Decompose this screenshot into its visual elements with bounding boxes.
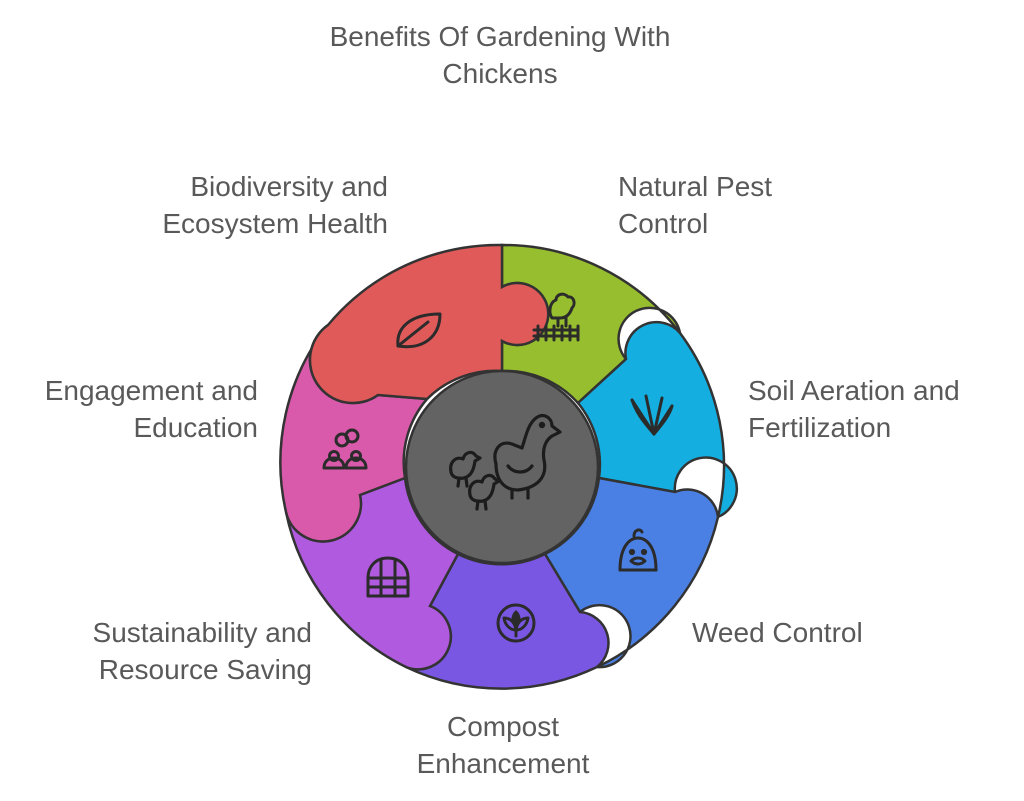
center-hub (404, 369, 600, 565)
label-sustainability: Sustainability and Resource Saving (92, 617, 312, 685)
label-compost-enhancement: Compost Enhancement (416, 711, 590, 779)
label-biodiversity: Biodiversity and Ecosystem Health (162, 171, 388, 239)
label-soil-aeration: Soil Aeration and Fertilization (748, 375, 960, 443)
leaf-icon (396, 312, 442, 349)
label-weed-control: Weed Control (692, 617, 863, 648)
chicken-foot-icon (630, 394, 674, 436)
greenhouse-icon (366, 556, 410, 598)
title-line-1: Benefits Of Gardening With (329, 21, 671, 52)
sprout-circle-icon (496, 603, 536, 643)
label-natural-pest-control: Natural Pest Control (618, 171, 773, 239)
segment-biodiversity (308, 243, 550, 405)
title-line-2: Chickens (442, 58, 558, 89)
diagram-title: Benefits Of Gardening With Chickens (300, 18, 700, 92)
chicken-fence-icon (532, 292, 580, 342)
segment-weed-control (543, 476, 720, 669)
people-group-icon (322, 428, 368, 470)
label-engagement: Engagement and Education (44, 375, 258, 443)
duck-with-chicks-icon (449, 413, 562, 511)
chick-face-icon (618, 528, 658, 572)
